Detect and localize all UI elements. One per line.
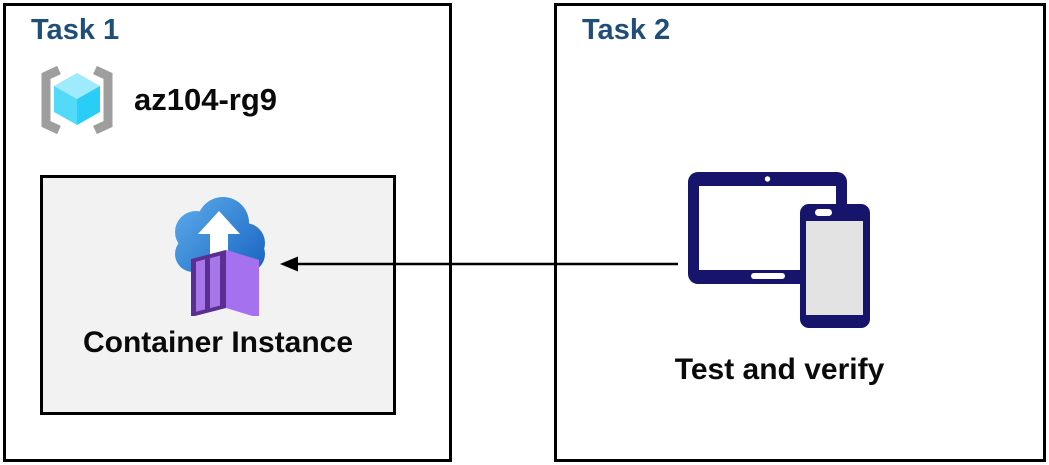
resource-group-icon	[36, 62, 118, 138]
container-instance-box: Container Instance	[40, 175, 396, 415]
test-and-verify-label: Test and verify	[674, 353, 885, 386]
resource-group-name: az104-rg9	[134, 82, 278, 117]
container-instance-label: Container Instance	[82, 326, 354, 359]
container-shape	[191, 250, 259, 316]
task2-title: Task 2	[582, 14, 671, 46]
left-arrow-connector	[278, 252, 680, 276]
task2-box: Task 2 Test and verify	[554, 3, 1046, 462]
cube	[54, 73, 100, 125]
phone-shape	[800, 204, 870, 328]
arrowhead	[280, 256, 298, 272]
upload-arrow	[198, 211, 240, 264]
bracket-left	[41, 65, 61, 135]
container-instance-icon	[170, 196, 266, 316]
bracket-right	[93, 65, 113, 135]
task1-title: Task 1	[31, 14, 120, 46]
tablet-and-phone-icon	[688, 167, 873, 329]
task1-box: Task 1 az104-rg9	[3, 3, 452, 462]
resource-group-row: az104-rg9	[36, 62, 277, 138]
